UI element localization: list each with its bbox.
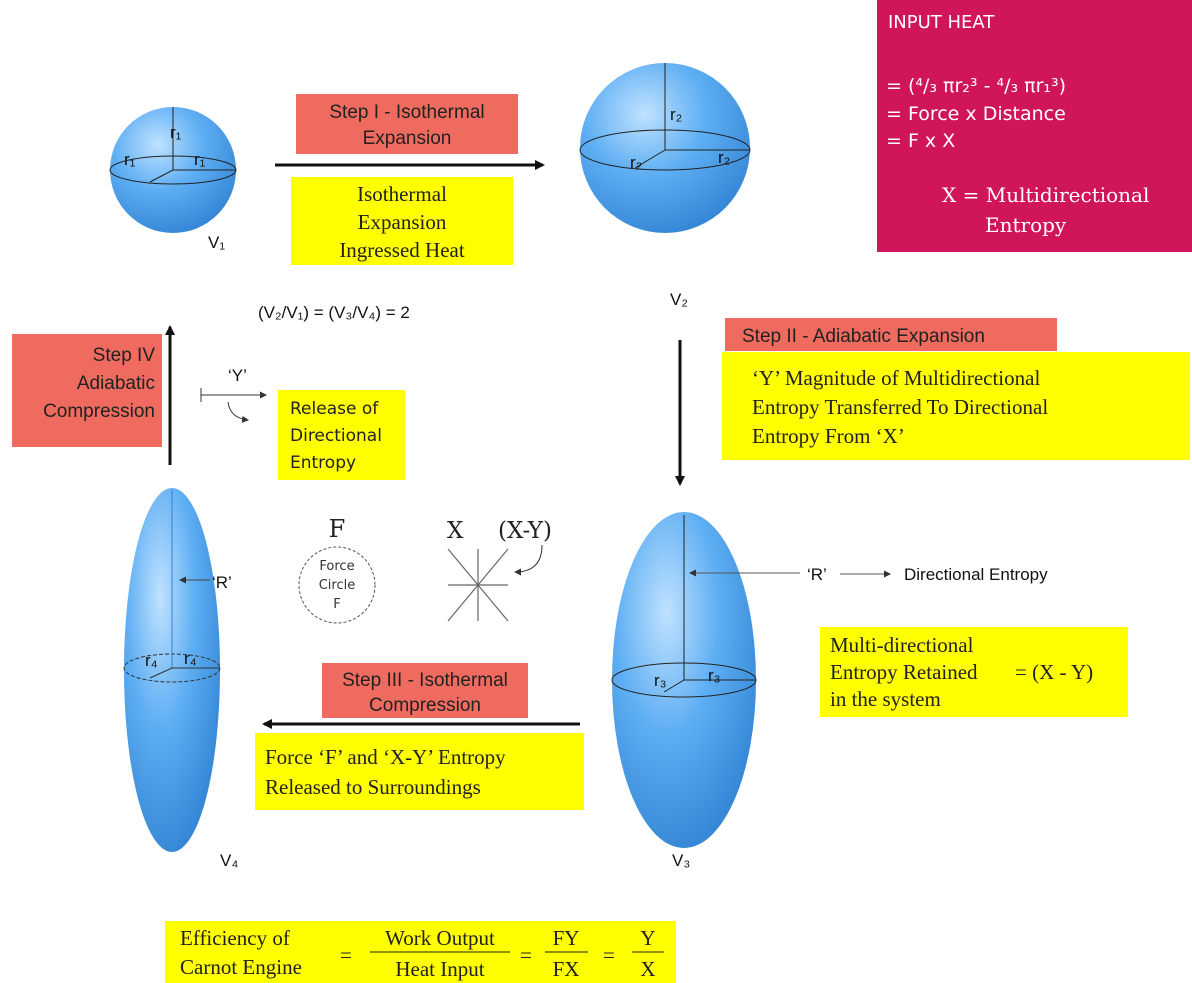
radius-label: r₁ <box>194 150 206 169</box>
input-heat-definition: X = Multidirectional <box>942 183 1149 207</box>
radius-label: r₂ <box>718 148 730 167</box>
note-line: Entropy Retained <box>830 660 978 684</box>
ellipsoid-v4: r₄ r₄ V₄ <box>123 488 238 870</box>
note-line: Entropy <box>290 453 356 473</box>
r-label: ‘R’ <box>807 565 827 584</box>
note-line: Release of <box>290 399 379 419</box>
volume-label-v1: V₁ <box>208 233 225 252</box>
force-title: F <box>329 515 346 543</box>
volume-label-v4: V₄ <box>220 851 238 870</box>
force-circle: F Force Circle F <box>298 515 376 624</box>
note-line: Isothermal <box>357 182 447 206</box>
step3-note: Force ‘F’ and ‘X-Y’ Entropy Released to … <box>255 733 584 810</box>
multidirectional-entropy-star <box>447 548 509 622</box>
input-heat-force-distance: = Force x Distance <box>886 103 1066 125</box>
input-heat-formula: = (⁴/₃ πr₂³ - ⁴/₃ πr₁³) <box>886 75 1066 97</box>
force-circle-line: Circle <box>319 578 356 593</box>
step4-box: Step IV Adiabatic Compression <box>12 334 162 447</box>
note-line: Directional <box>290 426 382 446</box>
curved-arrow-icon <box>514 544 543 576</box>
ellipsoid-v3: r₃ r₃ V₃ <box>611 512 757 870</box>
equals: = <box>603 943 615 967</box>
note-line: Released to Surroundings <box>265 775 481 799</box>
note-line: Multi-directional <box>830 633 974 657</box>
radius-label: r₂ <box>630 153 642 172</box>
curved-arrow-icon <box>227 401 249 423</box>
input-heat-box: INPUT HEAT = (⁴/₃ πr₂³ - ⁴/₃ πr₁³) = For… <box>877 0 1192 252</box>
step1-label: Step I - Isothermal <box>329 102 484 123</box>
efficiency-formula: Efficiency of Carnot Engine = Work Outpu… <box>165 921 676 983</box>
fraction-denominator: Heat Input <box>395 957 484 981</box>
input-heat-fx: = F x X <box>886 130 955 152</box>
volume-ratio: (V₂/V₁) = (V₃/V₄) = 2 <box>258 303 410 322</box>
step1-note: Isothermal Expansion Ingressed Heat <box>291 177 513 265</box>
step4-label: Step IV <box>93 345 156 366</box>
note-line: Entropy Transferred To Directional <box>752 395 1048 419</box>
note-line: Entropy From ‘X’ <box>752 424 905 448</box>
step2-label: Step II - Adiabatic Expansion <box>742 326 985 347</box>
directional-entropy-label: Directional Entropy <box>904 565 1048 584</box>
fraction-numerator: FY <box>553 926 580 950</box>
r-label: ‘R’ <box>212 573 232 592</box>
efficiency-label: Efficiency of <box>180 926 290 950</box>
fraction-denominator: X <box>640 957 655 981</box>
note-line: Ingressed Heat <box>339 238 465 262</box>
radius-label: r₄ <box>184 649 197 668</box>
step3-label: Step III - Isothermal <box>342 670 508 691</box>
step2-box: Step II - Adiabatic Expansion <box>725 318 1057 351</box>
note-line: ‘Y’ Magnitude of Multidirectional <box>752 366 1040 390</box>
fraction-numerator: Y <box>640 926 655 950</box>
equals: = <box>520 943 532 967</box>
volume-label-v2: V₂ <box>670 290 688 309</box>
radius-label: r₁ <box>124 150 136 169</box>
y-label: ‘Y’ <box>228 366 247 385</box>
radius-label: r₃ <box>654 671 667 690</box>
x-label: X <box>447 518 464 544</box>
x-minus-y-label: (X-Y) <box>498 518 552 544</box>
force-circle-line: F <box>333 597 340 612</box>
equals: = <box>340 943 352 967</box>
step3-label-2: Compression <box>369 695 481 716</box>
radius-label: r₂ <box>670 105 682 124</box>
fraction-numerator: Work Output <box>385 926 495 950</box>
efficiency-label: Carnot Engine <box>180 955 302 979</box>
radius-label: r₃ <box>708 666 721 685</box>
note-line: Expansion <box>358 210 447 234</box>
retained-note: Multi-directional Entropy Retained in th… <box>820 627 1128 717</box>
step4-label: Adiabatic <box>77 373 155 394</box>
step2-note: ‘Y’ Magnitude of Multidirectional Entrop… <box>722 352 1190 460</box>
retained-value: = (X - Y) <box>1015 660 1093 684</box>
sphere-v1: r₁ r₁ r₁ V₁ <box>109 107 237 252</box>
step4-note: Release of Directional Entropy <box>278 390 405 480</box>
step3-box: Step III - Isothermal Compression <box>322 663 528 718</box>
input-heat-title: INPUT HEAT <box>888 12 995 33</box>
radius-label: r₄ <box>145 651 158 670</box>
volume-label-v3: V₃ <box>672 851 690 870</box>
note-line: in the system <box>830 687 941 711</box>
radius-label: r₁ <box>170 123 182 142</box>
step4-label: Compression <box>43 401 155 422</box>
force-circle-line: Force <box>319 559 354 574</box>
note-line: Force ‘F’ and ‘X-Y’ Entropy <box>265 745 506 769</box>
fraction-denominator: FX <box>553 957 580 981</box>
sphere-v2: r₂ r₂ r₂ V₂ <box>579 63 751 309</box>
step1-label-2: Expansion <box>363 128 452 149</box>
step1-box: Step I - Isothermal Expansion <box>296 94 518 154</box>
input-heat-definition-2: Entropy <box>985 213 1067 237</box>
